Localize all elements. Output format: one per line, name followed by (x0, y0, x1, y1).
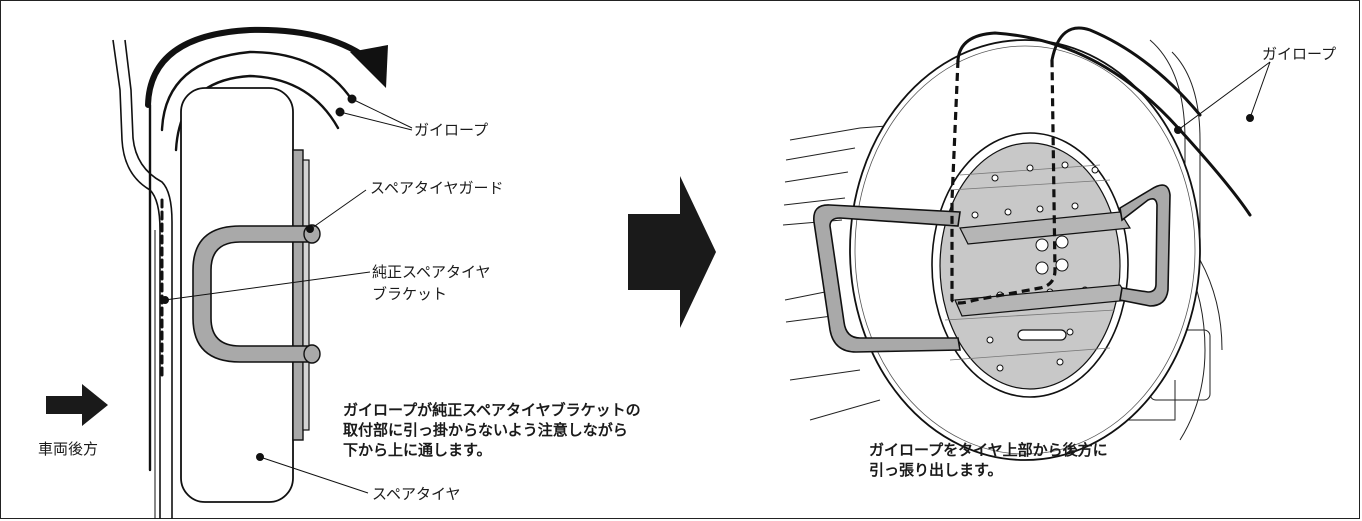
left-diagram (46, 26, 413, 519)
rotation-arrow-head (350, 45, 388, 88)
spare-tire-guard-shape (813, 204, 961, 353)
leader-lines (161, 94, 413, 494)
plate-bars (954, 211, 1132, 341)
leader-lines-right (1174, 61, 1271, 134)
spare-tire-guard-shape (192, 225, 311, 363)
plate-lines (944, 164, 1116, 361)
note-right: ガイロープをタイヤ上部から後方に 引っ張り出します。 (869, 441, 1108, 479)
label-guy-rope-right: ガイロープ (1262, 45, 1337, 63)
right-diagram (782, 26, 1271, 461)
guy-rope-hidden (950, 59, 1057, 305)
label-spare-tire-guard: スペアタイヤガード (370, 179, 504, 197)
label-bracket-line2: ブラケット (372, 285, 448, 303)
guy-rope-visible (956, 26, 1252, 217)
label-vehicle-rear: 車両後方 (38, 440, 99, 458)
vehicle-rear-arrow (46, 384, 108, 426)
bracket-plate (939, 142, 1121, 390)
label-bracket-line1: 純正スペアタイヤ (372, 263, 491, 281)
label-spare-tire: スペアタイヤ (372, 485, 461, 503)
bracket-plates (292, 149, 310, 441)
label-guy-rope-left: ガイロープ (414, 121, 489, 139)
note-left: ガイロープが純正スペアタイヤブラケットの 取付部に引っ掛からないよう注意しながら… (343, 401, 641, 459)
step-arrow (628, 176, 716, 328)
